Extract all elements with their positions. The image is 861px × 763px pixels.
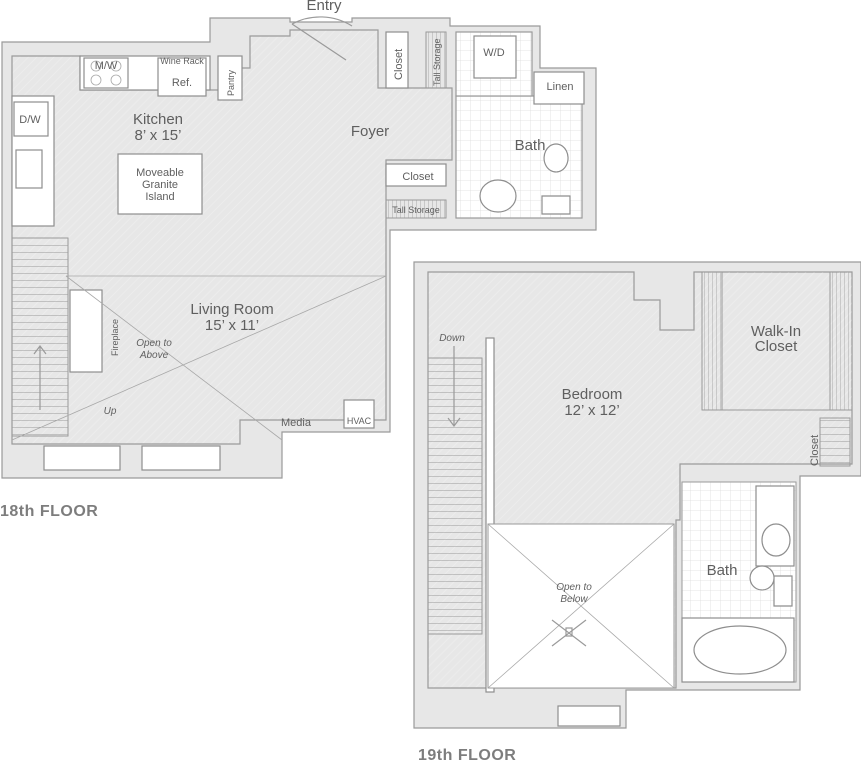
upper-floor-plan <box>413 261 861 729</box>
ref-label: Ref. <box>172 77 192 89</box>
entry-door <box>291 16 353 61</box>
stair-rail <box>485 337 495 693</box>
tall-storage-top-label: Tall Storage <box>432 38 442 86</box>
tall-storage-mid-label: Tall Storage <box>392 205 440 215</box>
closet-shelf-right <box>829 271 853 411</box>
walk-in-closet-label-1: Walk-In <box>751 323 801 340</box>
hvac-unit <box>343 399 375 429</box>
open-to-above-label-1: Open to <box>136 338 172 349</box>
upper-stairs <box>427 357 483 635</box>
upper-window <box>557 705 621 727</box>
wine-rack-label: Wine Rack <box>160 56 204 66</box>
closet-shelf-left <box>701 271 723 411</box>
open-to-above-lines <box>11 275 387 441</box>
living-room-dimensions: 15’ x 11’ <box>205 317 259 334</box>
bedroom-label: Bedroom <box>562 386 623 403</box>
down-label: Down <box>439 333 465 344</box>
closet-upper-rack <box>819 417 851 467</box>
dw-label: D/W <box>19 114 41 126</box>
bedroom-dimensions: 12’ x 12’ <box>564 402 619 419</box>
closet-top-label: Closet <box>393 49 405 80</box>
ceiling-fan <box>551 619 587 647</box>
up-label: Up <box>104 406 117 417</box>
down-arrow <box>447 346 461 427</box>
lower-floor-title: 18th FLOOR <box>0 503 98 520</box>
island-label-1: Moveable <box>136 167 184 179</box>
linen-label: Linen <box>547 81 574 93</box>
kitchen-sink <box>15 149 43 189</box>
pantry <box>217 55 243 101</box>
linen-closet <box>533 71 585 105</box>
lower-window-left <box>43 445 121 471</box>
media-label: Media <box>281 417 312 429</box>
upper-floor-title: 19th FLOOR <box>418 747 516 763</box>
open-to-below-lines <box>487 523 675 689</box>
closet-top <box>385 31 409 89</box>
open-to-above-label-2: Above <box>139 350 169 361</box>
lower-floor-plan <box>1 16 597 479</box>
tall-storage-top <box>425 31 447 89</box>
closet-mid-label: Closet <box>402 171 433 183</box>
kitchen-dimensions: 8’ x 15’ <box>135 127 182 144</box>
lower-bath-sink <box>479 179 517 213</box>
walk-in-closet <box>701 271 853 411</box>
washer-dryer <box>473 35 517 79</box>
mw-label: M/W <box>95 60 118 72</box>
fireplace-label: Fireplace <box>110 319 120 356</box>
tall-storage-mid <box>385 199 447 219</box>
pantry-label: Pantry <box>226 69 236 96</box>
island-label-2: Granite <box>142 179 178 191</box>
upper-bath-toilet <box>749 565 793 607</box>
open-to-below-label-2: Below <box>560 594 588 605</box>
walk-in-closet-label-2: Closet <box>755 338 798 355</box>
upper-bath-label: Bath <box>707 562 738 579</box>
living-room-label: Living Room <box>190 301 273 318</box>
up-arrow <box>33 345 47 410</box>
dishwasher <box>13 101 49 137</box>
closet-mid <box>385 163 447 187</box>
upper-closet-label: Closet <box>809 435 821 466</box>
granite-island <box>117 153 203 215</box>
foyer-label: Foyer <box>351 123 389 140</box>
island-label-3: Island <box>145 191 174 203</box>
kitchen-label: Kitchen <box>133 111 183 128</box>
refrigerator <box>157 57 207 97</box>
microwave-range <box>83 57 129 89</box>
wd-label: W/D <box>483 47 504 59</box>
open-to-below-label-1: Open to <box>556 582 592 593</box>
lower-bath-toilet <box>541 143 571 215</box>
lower-bath-label: Bath <box>515 137 546 154</box>
hvac-label: HVAC <box>347 416 372 426</box>
upper-bath-sink <box>761 523 791 557</box>
bathtub-basin <box>693 625 787 675</box>
lower-window-right <box>141 445 221 471</box>
entry-label: Entry <box>306 0 342 14</box>
fireplace <box>69 289 103 373</box>
